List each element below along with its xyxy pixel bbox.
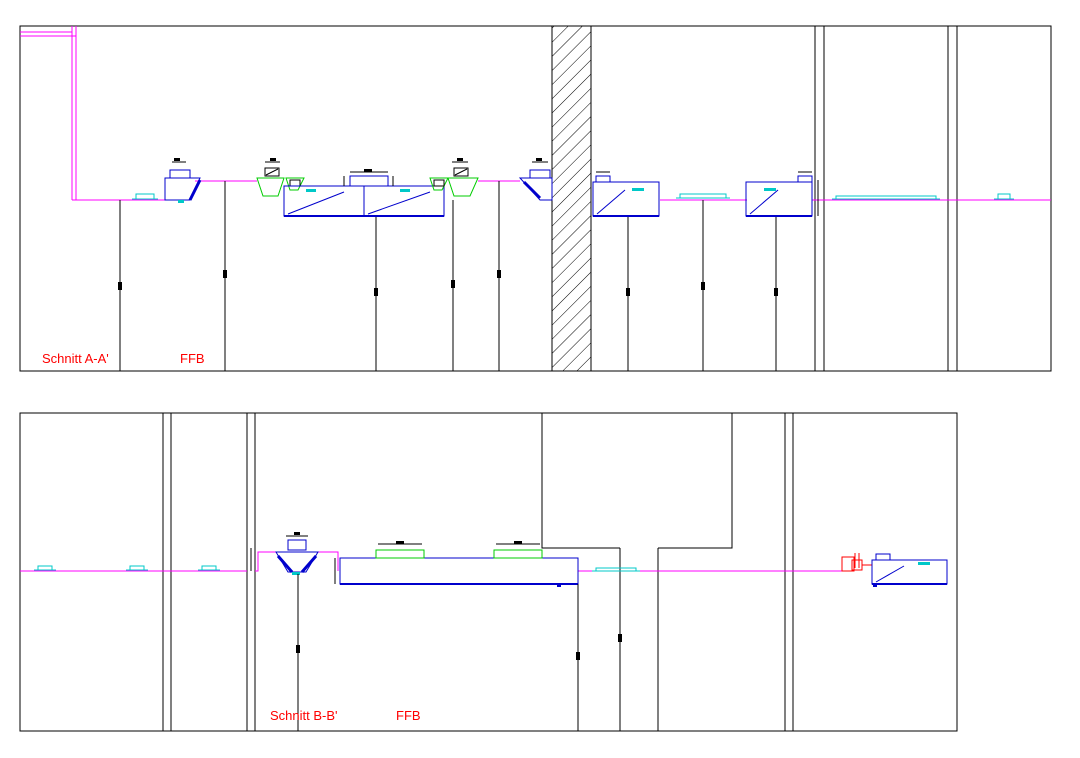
ceiling-grilles-a bbox=[132, 193, 1014, 200]
section-b-title: Schnitt B-B' bbox=[270, 708, 338, 723]
main-duct-b bbox=[20, 551, 842, 572]
hatched-wall bbox=[551, 25, 592, 372]
section-a-a: Schnitt A-A' FFB bbox=[19, 25, 1052, 372]
air-unit-2 bbox=[518, 158, 553, 201]
long-duct-b bbox=[334, 557, 579, 587]
wall-lines-b bbox=[162, 413, 794, 731]
hanger-tags-b bbox=[296, 634, 622, 660]
hanger-tags-a bbox=[118, 270, 778, 296]
wall-lines-a bbox=[814, 26, 958, 371]
ceiling-grilles-b bbox=[34, 565, 640, 572]
kitchen-hood-b bbox=[871, 553, 948, 587]
section-a-level: FFB bbox=[180, 351, 205, 366]
hood-right-2 bbox=[447, 158, 479, 197]
hood-right-1 bbox=[429, 177, 449, 191]
section-b-b: Schnitt B-B' FFB bbox=[19, 412, 958, 732]
room-outline bbox=[541, 413, 620, 549]
hood-left-2 bbox=[285, 177, 305, 191]
green-hood-b1 bbox=[375, 541, 425, 559]
section-a-frame bbox=[19, 25, 1052, 372]
kitchen-hood-mid bbox=[592, 171, 660, 217]
duct-riser bbox=[20, 26, 77, 200]
section-a-title: Schnitt A-A' bbox=[42, 351, 109, 366]
exhaust-fan bbox=[841, 553, 872, 572]
room-outline-2 bbox=[658, 413, 733, 549]
air-unit-1 bbox=[164, 158, 202, 203]
air-unit-b bbox=[250, 532, 319, 575]
hangers-b bbox=[297, 574, 579, 731]
kitchen-hood-large bbox=[283, 169, 445, 217]
kitchen-hood-right bbox=[745, 171, 819, 217]
section-b-level: FFB bbox=[396, 708, 421, 723]
hangers-a bbox=[119, 181, 777, 371]
hood-left-1 bbox=[256, 158, 285, 197]
green-hood-b2 bbox=[493, 541, 543, 559]
section-b-frame bbox=[19, 412, 958, 732]
